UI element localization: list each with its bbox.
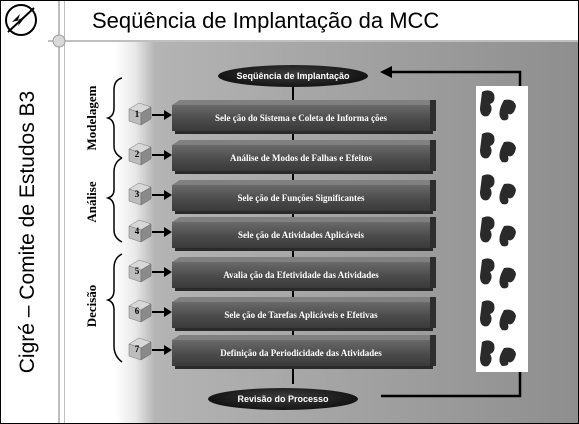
brace-analise: [105, 157, 123, 243]
step-arrow-icon: [152, 190, 172, 200]
step-arrow-icon: [152, 267, 172, 277]
worker-figures-icon: [480, 90, 516, 367]
step-number: 6: [134, 306, 140, 316]
step-number-cube: 3: [127, 181, 153, 207]
bottom-oval: Revisão do Processo: [208, 388, 358, 410]
step-number-cube: 2: [127, 141, 153, 167]
step-label: Definição da Periodicidade das Atividade…: [220, 348, 382, 358]
page-title: Seqüência de Implantação da MCC: [92, 8, 440, 33]
sidebar-divider: [58, 0, 60, 424]
step-arrow-icon: [152, 345, 172, 355]
step-box: Análise de Modos de Falhas e Efeitos: [172, 140, 436, 171]
step-box: Definição da Periodicidade das Atividade…: [172, 335, 436, 366]
step-number: 5: [134, 266, 140, 276]
step-number: 3: [134, 189, 140, 199]
cube-icon: [128, 259, 152, 283]
cube-icon: [128, 299, 152, 323]
step-box: Avalia ção da Efetividade das Atividades: [172, 257, 436, 288]
step-arrow-icon: [152, 227, 172, 237]
step-number: 7: [134, 344, 140, 354]
step-label: Avalia ção da Efetividade das Atividades: [223, 270, 379, 280]
step-number: 4: [134, 226, 140, 236]
cube-icon: [128, 337, 152, 361]
step-box: Sele ção de Funções Significantes: [172, 180, 436, 211]
step-arrow-icon: [152, 110, 172, 120]
top-oval: Seqüência de Implantação: [218, 65, 368, 87]
brace-modelagem: [105, 77, 123, 159]
sidebar-divider-inner: [64, 0, 65, 424]
step-box: Sele ção de Atividades Aplicáveis: [172, 217, 436, 248]
step-label: Análise de Modos de Falhas e Efeitos: [229, 153, 372, 163]
header: [0, 0, 579, 40]
brace-decisao: [105, 253, 123, 363]
step-label: Sele ção de Atividades Aplicáveis: [238, 230, 364, 240]
step-number-cube: 4: [127, 218, 153, 244]
feedback-arrowhead: [380, 66, 392, 78]
corner-ornament-icon: [52, 34, 66, 48]
cube-icon: [128, 102, 152, 126]
step-label: Sele ção de Tarefas Aplicáveis e Efetiva…: [224, 310, 378, 320]
step-number: 2: [134, 149, 140, 159]
logo-icon: [5, 4, 37, 36]
cube-icon: [128, 219, 152, 243]
cube-icon: [128, 142, 152, 166]
step-box: Sele ção do Sistema e Coleta de Informa …: [172, 100, 436, 131]
cube-icon: [128, 182, 152, 206]
step-number: 1: [134, 109, 140, 119]
step-number-cube: 6: [127, 298, 153, 324]
step-number-cube: 7: [127, 336, 153, 362]
step-number-cube: 5: [127, 258, 153, 284]
step-box: Sele ção de Tarefas Aplicáveis e Efetiva…: [172, 297, 436, 328]
photo-strip: [476, 86, 528, 372]
step-number-cube: 1: [127, 101, 153, 127]
step-arrow-icon: [152, 150, 172, 160]
header-divider: [48, 40, 579, 42]
step-arrow-icon: [152, 307, 172, 317]
step-label: Sele ção de Funções Significantes: [237, 193, 365, 203]
step-label: Sele ção do Sistema e Coleta de Informa …: [215, 113, 387, 123]
